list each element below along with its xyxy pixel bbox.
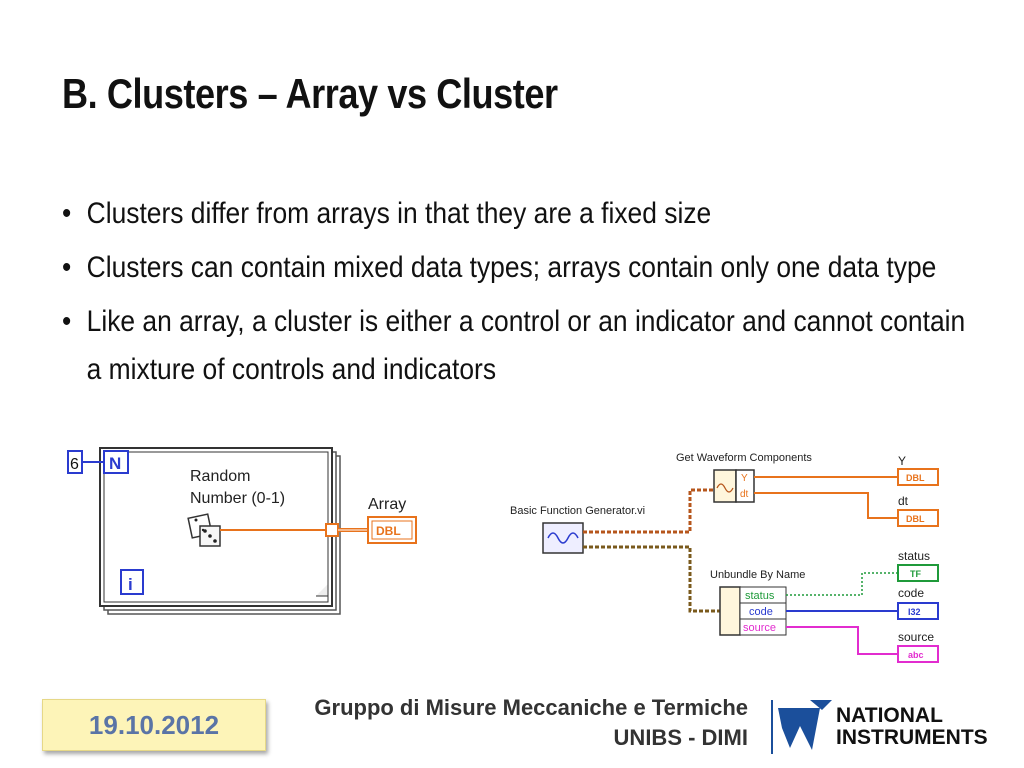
output-type-dt: DBL: [906, 514, 925, 524]
output-type-code: I32: [908, 607, 921, 617]
date-badge: 19.10.2012: [42, 699, 266, 751]
bullet-text: Like an array, a cluster is either a con…: [86, 305, 966, 386]
array-diagram: 6 N i Random Number (0-1) Array DBL: [67, 447, 417, 615]
slide-title: B. Clusters – Array vs Cluster: [62, 70, 558, 117]
array-indicator-label: Array: [368, 496, 406, 513]
output-indicator-status: [897, 564, 939, 582]
output-label-dt: dt: [898, 494, 909, 508]
organization-line1: Gruppo di Misure Meccaniche e Termiche: [314, 695, 748, 720]
unbundle-node: [719, 586, 741, 636]
output-label-source: source: [898, 630, 934, 644]
unbundle-label: Unbundle By Name: [710, 569, 805, 581]
random-label-line1: Random: [190, 468, 250, 485]
iteration-terminal: [120, 569, 144, 595]
dice-icon: [187, 513, 221, 547]
get-waveform-label: Get Waveform Components: [676, 452, 812, 464]
get-waveform-node: [713, 469, 737, 503]
waveform-field-dt: dt: [740, 489, 749, 500]
bullet-list: •Clusters differ from arrays in that the…: [62, 190, 965, 400]
bullet-text: Clusters differ from arrays in that they…: [86, 197, 712, 230]
bullet-text: Clusters can contain mixed data types; a…: [86, 251, 937, 284]
output-label-status: status: [898, 549, 930, 563]
waveform-field-y: Y: [741, 473, 748, 484]
bullet-item: •Like an array, a cluster is either a co…: [62, 305, 966, 386]
count-terminal-label: N: [109, 454, 121, 473]
output-indicator-dt: [897, 509, 939, 527]
generator-vi-icon: [542, 522, 584, 554]
output-type-source: abc: [908, 650, 924, 660]
generator-label: Basic Function Generator.vi: [510, 505, 645, 517]
national-instruments-logo: NATIONAL INSTRUMENTS: [771, 700, 988, 754]
logo-text-national: NATIONAL: [836, 704, 943, 727]
output-label-code: code: [898, 586, 924, 600]
organization-text: Gruppo di Misure Meccaniche e Termiche U…: [314, 693, 748, 753]
organization-line2: UNIBS - DIMI: [613, 725, 748, 750]
tunnel: [325, 523, 339, 537]
output-indicator-code: [897, 602, 939, 620]
bullet-item: •Clusters differ from arrays in that the…: [62, 197, 712, 230]
output-indicator-y: [897, 468, 939, 486]
unbundle-field-status: status: [745, 590, 775, 602]
random-label-line2: Number (0-1): [190, 490, 285, 507]
count-terminal: [103, 450, 129, 474]
cluster-diagram: Basic Function Generator.vi Get Waveform…: [510, 452, 939, 663]
iteration-terminal-label: i: [128, 575, 133, 594]
output-type-status: TF: [910, 569, 921, 579]
array-indicator-type: DBL: [376, 524, 401, 538]
count-value: 6: [70, 456, 79, 473]
output-indicator-source: [897, 645, 939, 663]
output-type-y: DBL: [906, 473, 925, 483]
bullet-item: •Clusters can contain mixed data types; …: [62, 251, 937, 284]
output-label-y: Y: [898, 454, 906, 468]
logo-text-instruments: INSTRUMENTS: [836, 726, 988, 749]
block-diagrams: 6 N i Random Number (0-1) Array DBL Basi…: [67, 447, 939, 663]
unbundle-field-source: source: [743, 622, 776, 634]
unbundle-field-code: code: [749, 606, 773, 618]
